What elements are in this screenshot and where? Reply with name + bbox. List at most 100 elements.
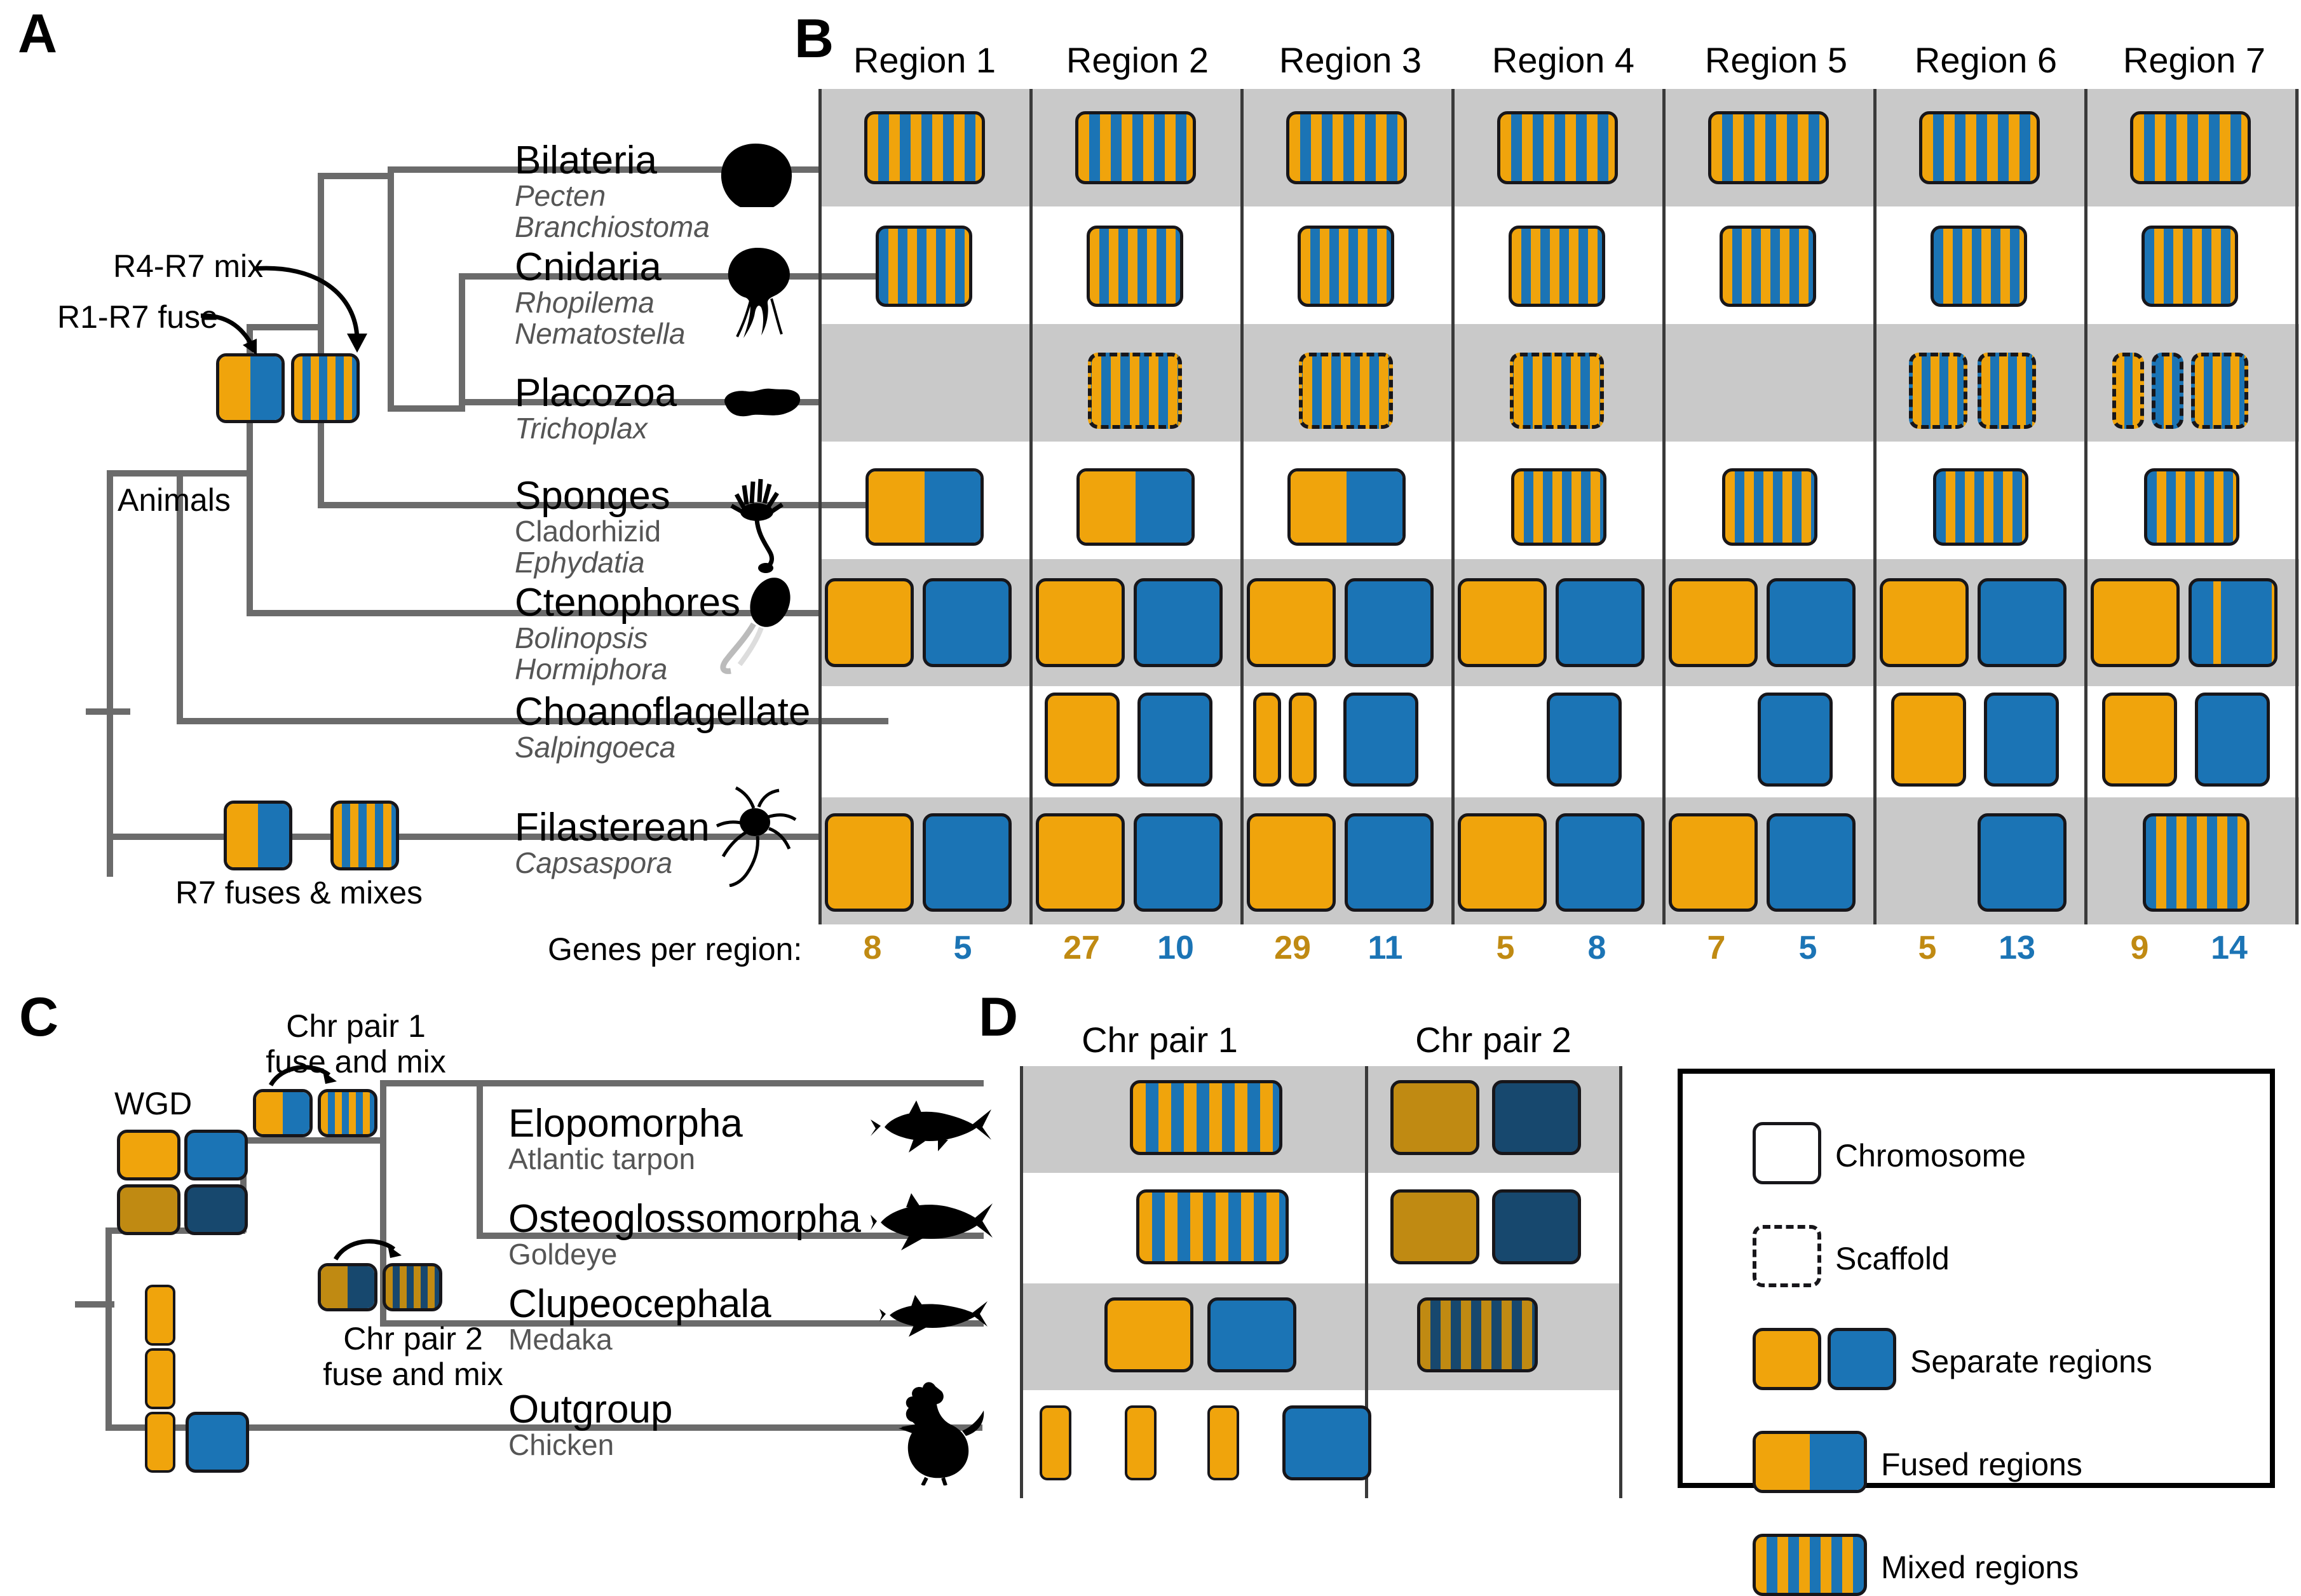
table-cell-chromosome	[1136, 1189, 1289, 1264]
taxon-outgroup: Outgroup Chicken	[508, 1390, 673, 1461]
table-cell-chromosome	[1492, 1189, 1581, 1264]
table-cell-chromosome	[1669, 813, 1758, 912]
outgroup-chromosome-blue	[186, 1412, 249, 1473]
table-cell-chromosome	[1036, 813, 1125, 912]
table-cell-chromosome	[1891, 693, 1966, 787]
gene-count-orange: 8	[863, 930, 882, 966]
legend-swatch-scaffold	[1753, 1225, 1821, 1287]
trichoplax-icon	[717, 381, 806, 426]
table-cell-chromosome	[2189, 578, 2277, 667]
panel-d-letter: D	[979, 987, 1019, 1048]
wgd-chromosome-dark-blue	[184, 1184, 248, 1235]
column-header-region-4: Region 4	[1491, 40, 1635, 80]
chr-pair-2-mixed	[383, 1263, 442, 1311]
column-separator	[1873, 89, 1877, 924]
table-cell-chromosome	[2130, 111, 2251, 184]
legend-label: Fused regions	[1881, 1447, 2082, 1482]
taxon-sponges: Sponges Cladorhizid Ephydatia	[515, 477, 670, 578]
table-cell-scaffold	[1088, 353, 1182, 429]
dark-orange-region	[321, 1266, 348, 1308]
outgroup-chromosome-orange	[145, 1348, 175, 1409]
table-cell-chromosome	[1345, 813, 1434, 912]
outgroup-chromosome-orange	[145, 1412, 175, 1473]
table-cell-chromosome	[1547, 693, 1622, 787]
table-cell-scaffold	[1909, 353, 1967, 429]
column-separator	[1365, 1066, 1368, 1498]
orange-region	[1080, 471, 1136, 543]
table-cell-scaffold	[1978, 353, 2036, 429]
chr-pair-1-fused	[253, 1089, 313, 1137]
table-cell-chromosome	[825, 813, 914, 912]
arrow-chr-pair-1-icon	[268, 1065, 337, 1086]
legend-label: Chromosome	[1835, 1138, 2026, 1173]
gene-count-orange: 7	[1707, 930, 1726, 966]
table-cell-chromosome	[1134, 813, 1223, 912]
species-name: Rhopilema	[515, 286, 655, 319]
species-name: Bolinopsis	[515, 621, 648, 654]
panel-b-letter: B	[794, 8, 834, 69]
table-cell-chromosome	[865, 468, 984, 546]
species-name: Medaka	[508, 1323, 613, 1356]
ancestral-fused-chromosome	[216, 353, 285, 423]
medaka-icon	[878, 1290, 993, 1339]
table-cell-chromosome	[1207, 1405, 1239, 1480]
legend-swatch-chromosome	[1753, 1122, 1821, 1184]
table-cell-chromosome	[1130, 1080, 1282, 1155]
table-cell-chromosome	[1509, 226, 1605, 307]
genes-per-region-label: Genes per region:	[548, 931, 803, 967]
column-separator	[1240, 89, 1244, 924]
orange-region	[227, 804, 258, 867]
column-separator	[1029, 89, 1033, 924]
gene-count-blue: 10	[1157, 930, 1194, 966]
taxon-choanoflagellate: Choanoflagellate Salpingoeca	[515, 693, 810, 763]
table-cell-chromosome	[1040, 1405, 1071, 1480]
table-cell-chromosome	[2141, 226, 2238, 307]
blue-region	[1810, 1434, 1864, 1490]
taxon-name: Choanoflagellate	[515, 690, 811, 734]
column-separator	[818, 89, 822, 924]
gene-count-blue: 5	[1798, 930, 1817, 966]
taxon-name: Placozoa	[515, 371, 677, 415]
table-cell-chromosome	[1919, 111, 2040, 184]
table-cell-chromosome	[1758, 693, 1833, 787]
blue-region	[925, 471, 981, 543]
table-cell-scaffold	[1299, 353, 1393, 429]
taxon-name: Sponges	[515, 474, 670, 518]
table-cell-chromosome	[1767, 813, 1856, 912]
legend-swatch-mixed	[1753, 1534, 1867, 1596]
table-cell-chromosome	[1282, 1405, 1371, 1480]
gene-count-orange: 9	[2130, 930, 2149, 966]
column-header-region-5: Region 5	[1704, 40, 1848, 80]
legend-label: Mixed regions	[1881, 1550, 2079, 1585]
tarpon-icon	[869, 1097, 996, 1158]
table-cell-chromosome	[1287, 468, 1406, 546]
table-cell-chromosome	[1497, 111, 1618, 184]
table-cell-chromosome	[825, 578, 914, 667]
taxon-bilateria: Bilateria Pecten Branchiostoma	[515, 141, 710, 243]
legend-swatch-blue	[1828, 1328, 1896, 1390]
gene-count-orange: 29	[1274, 930, 1311, 966]
orange-region	[1756, 1434, 1810, 1490]
species-name: Trichoplax	[515, 412, 648, 445]
species-name: Salpingoeca	[515, 731, 676, 764]
table-cell-chromosome	[2102, 693, 2177, 787]
table-cell-chromosome	[1137, 693, 1212, 787]
animals-label: Animals	[118, 482, 231, 518]
table-cell-chromosome	[1492, 1080, 1581, 1155]
table-cell-chromosome	[1556, 578, 1645, 667]
table-cell-chromosome	[923, 578, 1012, 667]
wgd-chromosome-light-orange	[117, 1130, 180, 1180]
column-header-region-6: Region 6	[1914, 40, 2058, 80]
taxon-placozoa: Placozoa Trichoplax	[515, 374, 677, 444]
table-cell-chromosome	[1669, 578, 1758, 667]
annotation-r7-fuses-mixes: R7 fuses & mixes	[175, 875, 423, 910]
orange-region	[219, 356, 250, 420]
annotation-r4r7-mix: R4-R7 mix	[113, 248, 264, 284]
species-name: Pecten	[515, 179, 606, 212]
species-name: Nematostella	[515, 316, 686, 350]
table-cell-scaffold	[2191, 353, 2248, 429]
wgd-label: WGD	[114, 1086, 193, 1121]
table-cell-scaffold	[1510, 353, 1604, 429]
table-cell-chromosome	[1134, 578, 1223, 667]
table-cell-chromosome	[2143, 813, 2250, 912]
